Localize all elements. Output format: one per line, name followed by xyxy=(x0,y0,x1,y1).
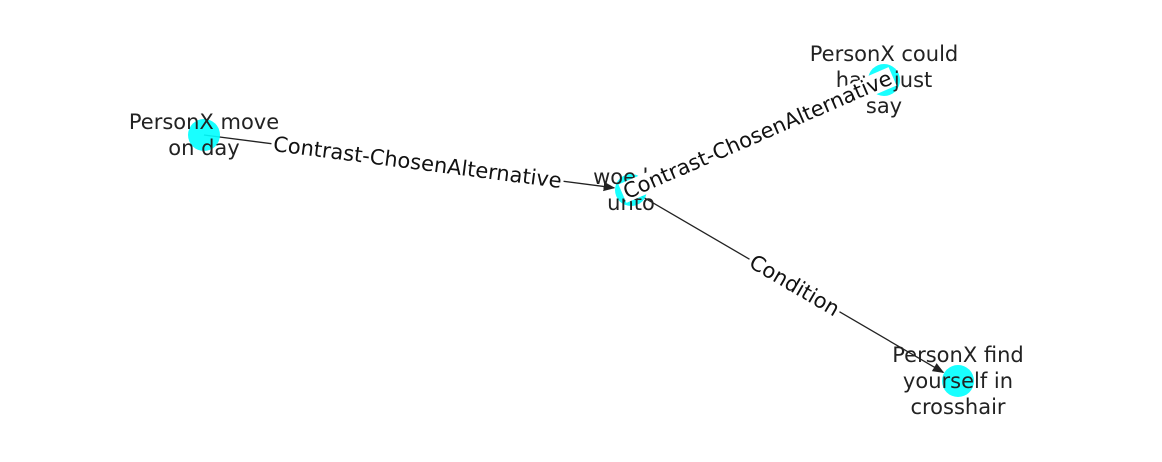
node-label-line: on day xyxy=(168,136,239,160)
edge-label-e3: Condition xyxy=(745,250,844,321)
node-move xyxy=(188,119,220,151)
edge-label-background xyxy=(744,250,845,321)
nodes-layer xyxy=(188,64,974,397)
node-label-line: PersonX find xyxy=(892,343,1024,367)
edge-label-background xyxy=(618,67,897,203)
edge-label-group-e1: Contrast-ChosenAlternative xyxy=(270,132,565,193)
edge-label-e1: Contrast-ChosenAlternative xyxy=(272,132,563,193)
node-label-line: PersonX move xyxy=(129,110,279,134)
node-find xyxy=(942,365,974,397)
node-label-line: say xyxy=(866,94,902,118)
edges-layer xyxy=(203,79,945,374)
node-label-line: yourself in xyxy=(903,369,1013,393)
node-label-line: crosshair xyxy=(910,395,1005,419)
edge-label-e2: Contrast-ChosenAlternative xyxy=(620,66,896,204)
edge-labels-layer: Contrast-ChosenAlternative Contrast-Chose… xyxy=(270,66,897,321)
edge-label-group-e3: Condition xyxy=(744,250,845,321)
edge-label-group-e2: Contrast-ChosenAlternative xyxy=(618,66,897,204)
edge-label-background xyxy=(270,133,565,192)
node-label-line: PersonX could xyxy=(810,42,959,66)
